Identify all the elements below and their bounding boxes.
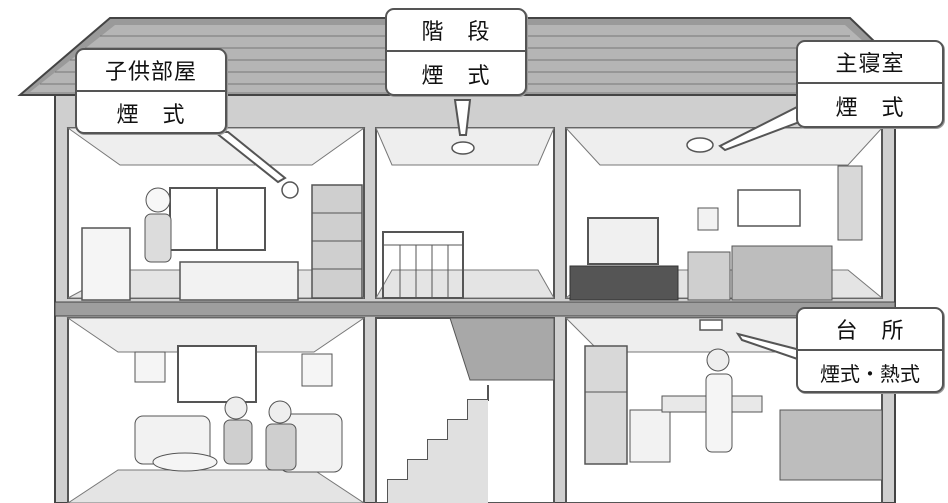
label-kitchen-title: 台 所 (798, 309, 942, 351)
stairs-lower (375, 317, 555, 503)
master-bedroom (564, 127, 884, 301)
master-smoke-detector (686, 137, 714, 153)
person-grandfather (268, 400, 292, 424)
kids-room (66, 127, 366, 301)
label-master-bedroom: 主寝室 煙 式 (796, 40, 944, 128)
living-room (66, 317, 366, 503)
person-grandmother (224, 396, 248, 420)
label-stairs-title: 階 段 (387, 10, 525, 52)
label-kitchen-detector: 煙式・熱式 (820, 361, 920, 386)
stairs-upper (375, 127, 555, 299)
label-kitchen: 台 所 煙式・熱式 (796, 307, 944, 393)
stairs-smoke-detector (451, 141, 475, 155)
label-master-detector: 煙 式 (835, 96, 905, 121)
label-master-title: 主寝室 (798, 42, 942, 84)
kitchen-detector (699, 319, 723, 331)
floor-slab (54, 301, 896, 317)
person-child (145, 187, 171, 213)
label-stairs: 階 段 煙 式 (385, 8, 527, 96)
person-mother (706, 348, 730, 372)
label-kids-room-title: 子供部屋 (77, 50, 225, 92)
callout-pointers (212, 99, 814, 366)
label-stairs-detector: 煙 式 (421, 64, 491, 89)
label-kids-room-detector: 煙 式 (116, 103, 186, 128)
label-kids-room: 子供部屋 煙 式 (75, 48, 227, 134)
kitchen (564, 317, 884, 503)
kids-room-smoke-detector (281, 181, 299, 199)
